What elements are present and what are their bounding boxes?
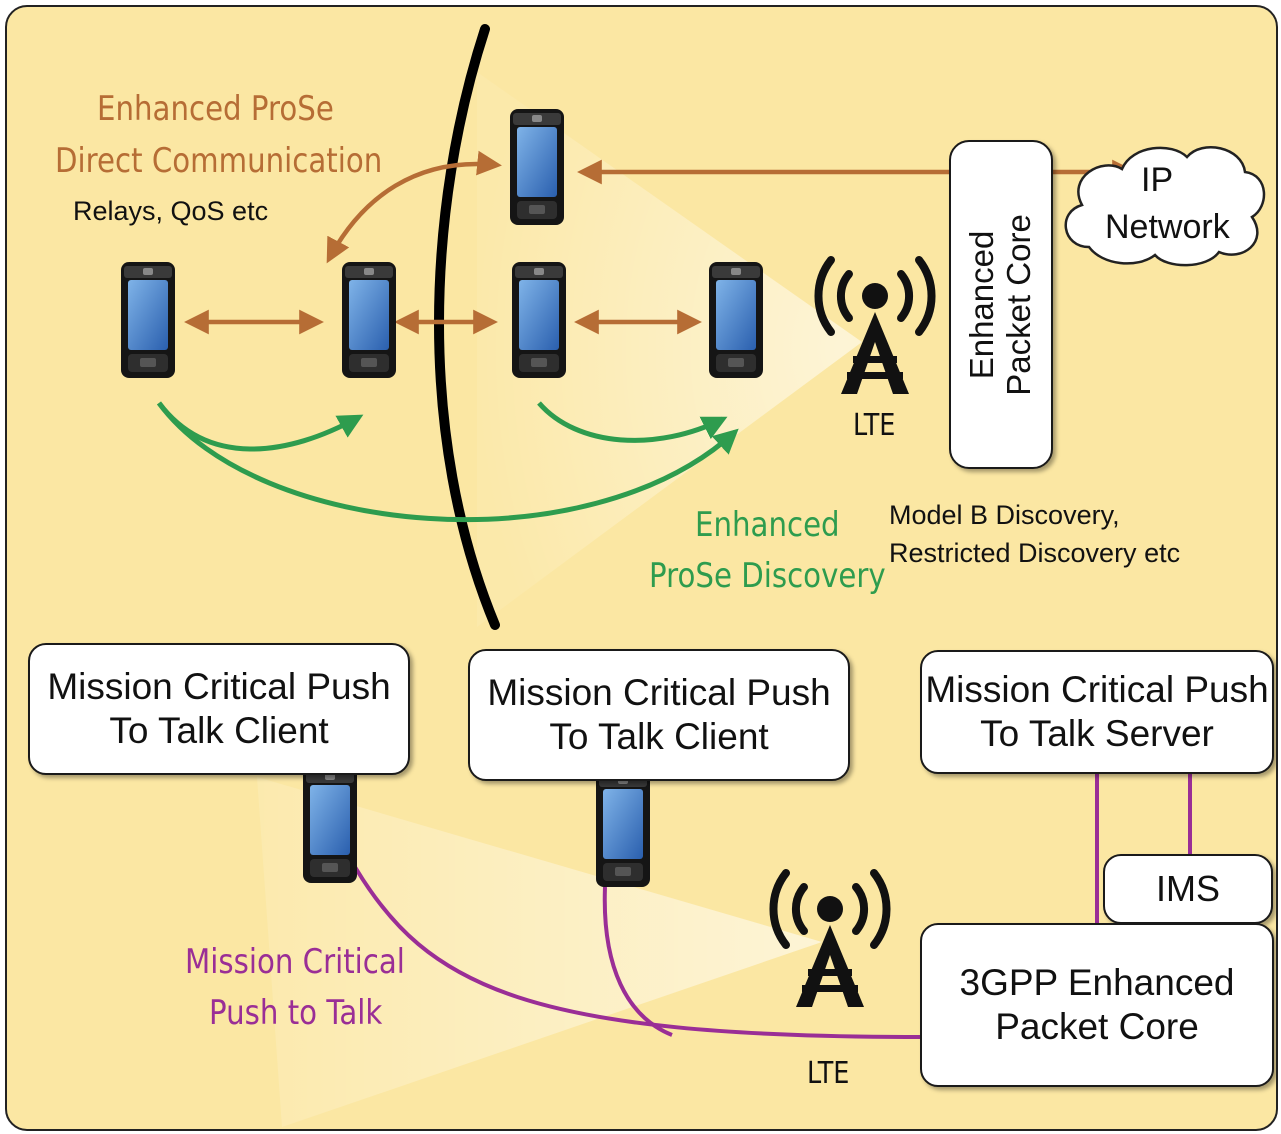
lte-label-bottom: LTE bbox=[807, 1056, 850, 1091]
mobile-phone-icon bbox=[121, 262, 175, 378]
discovery-note-line1: Model B Discovery, bbox=[889, 500, 1120, 530]
ip-network-label-line1: IP bbox=[1141, 161, 1174, 199]
mobile-phone-icon bbox=[510, 109, 564, 225]
enhanced-packet-core-label: Enhanced Packet Core bbox=[963, 213, 1038, 396]
lte-coverage-beam-bottom bbox=[257, 777, 822, 1127]
ims-label: IMS bbox=[1155, 868, 1220, 910]
direct-comm-title-line2: Direct Communication bbox=[55, 141, 383, 181]
mobile-phone-icon bbox=[596, 771, 650, 887]
mcptt-links bbox=[353, 772, 1192, 1039]
server-label-line2: To Talk Server bbox=[980, 713, 1214, 754]
direct-comm-subtitle: Relays, QoS etc bbox=[73, 196, 269, 226]
mcptt-server-box: Mission Critical Push To Talk Server bbox=[920, 650, 1274, 774]
client1-label-line1: Mission Critical Push bbox=[47, 665, 391, 707]
discovery-title-line2: ProSe Discovery bbox=[649, 556, 886, 596]
lte-coverage-beam-top bbox=[477, 72, 862, 627]
discovery-arrows bbox=[156, 401, 739, 523]
3gpp-epc-box: 3GPP Enhanced Packet Core bbox=[920, 923, 1274, 1087]
lte-label-top: LTE bbox=[853, 408, 896, 443]
client1-label-line2: To Talk Client bbox=[109, 710, 329, 751]
mcptt-label-line1: Mission Critical bbox=[185, 942, 405, 982]
diagram-frame: Enhanced ProSe Direct Communication Rela… bbox=[5, 5, 1278, 1131]
enhanced-packet-core-box: Enhanced Packet Core bbox=[949, 140, 1053, 469]
mcptt-label-line2: Push to Talk bbox=[209, 993, 383, 1033]
discovery-note-line2: Restricted Discovery etc bbox=[889, 538, 1181, 568]
3gpp-epc-label-line1: 3GPP Enhanced bbox=[959, 961, 1235, 1003]
ip-network-label-line2: Network bbox=[1105, 208, 1230, 246]
mobile-phone-icon bbox=[709, 262, 763, 378]
mobile-phone-icon bbox=[342, 262, 396, 378]
mcptt-client-box-1: Mission Critical Push To Talk Client bbox=[28, 643, 410, 775]
client2-label-line1: Mission Critical Push bbox=[487, 671, 831, 713]
3gpp-epc-label-line2: Packet Core bbox=[995, 1006, 1199, 1047]
mcptt-client-box-2: Mission Critical Push To Talk Client bbox=[468, 649, 850, 781]
mobile-phone-icon bbox=[303, 767, 357, 883]
cloud-icon bbox=[1064, 146, 1266, 267]
epc-label-line1: Enhanced bbox=[963, 230, 1001, 379]
ims-box: IMS bbox=[1103, 854, 1273, 924]
server-label-line1: Mission Critical Push bbox=[925, 668, 1269, 710]
direct-comm-title-line1: Enhanced ProSe bbox=[97, 89, 334, 129]
client2-label-line2: To Talk Client bbox=[549, 716, 769, 757]
diagram-graphics bbox=[121, 24, 1266, 1127]
discovery-title-line1: Enhanced bbox=[695, 505, 840, 545]
epc-label-line2: Packet Core bbox=[1000, 213, 1037, 396]
mobile-phone-icon bbox=[512, 262, 566, 378]
